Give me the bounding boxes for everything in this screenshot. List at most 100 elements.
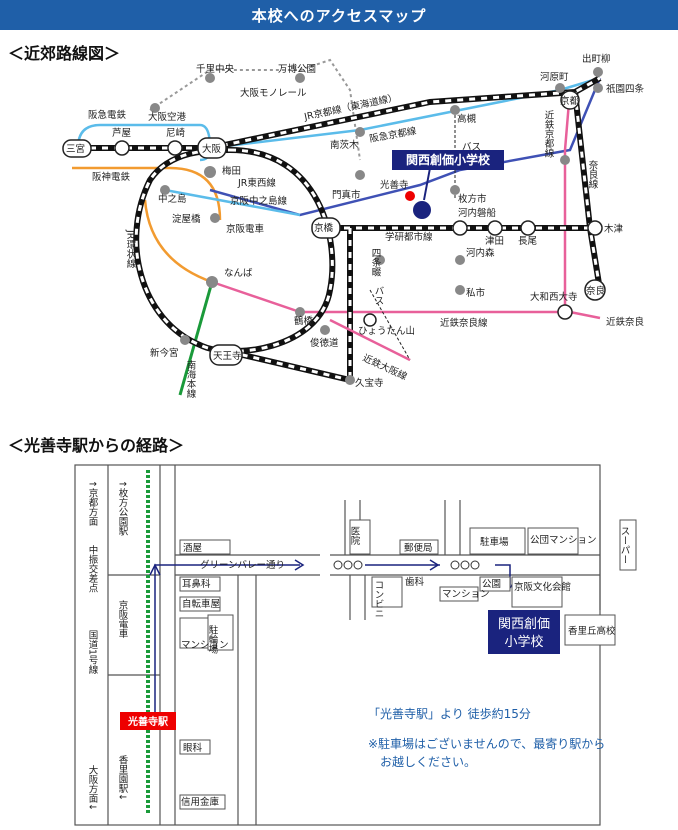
station-shinimamiya	[180, 335, 190, 345]
station-hirakata	[450, 185, 460, 195]
station-kawachiiwafune	[452, 220, 468, 236]
note-parking-1: ※駐車場はございませんので、最寄り駅から	[368, 736, 605, 751]
school-line1: 関西創価	[498, 617, 550, 632]
lbl-kyoto-dir: ↑京都方面	[87, 480, 99, 527]
line-monorail	[149, 58, 361, 161]
school-label: 関西創価小学校	[406, 152, 491, 167]
lbl-shika: 歯科	[405, 576, 425, 588]
lbl-kintetsunaraline: 近鉄奈良線	[440, 317, 488, 329]
station-tambabashi	[560, 155, 570, 165]
lbl-monorail: 大阪モノレール	[240, 87, 307, 99]
station-tsuda	[487, 220, 503, 236]
lbl-yodoyabashi: 淀屋橋	[172, 213, 201, 225]
lbl-kadoma: 門真市	[332, 189, 361, 201]
station-nara	[584, 279, 606, 301]
station-osaka	[197, 137, 227, 159]
note-parking-2: お越しください。	[380, 755, 476, 769]
lbl-mansion1: マンション	[181, 640, 229, 651]
lbl-namba: なんば	[224, 268, 253, 279]
map2-heading: ＜光善寺駅からの経路＞	[8, 436, 185, 455]
station-kyuhoji	[345, 375, 355, 385]
station-yodoyabashi	[210, 213, 220, 223]
station-nagao	[520, 220, 536, 236]
title-banner: 本校へのアクセスマップ	[0, 0, 678, 30]
lbl-keihanrail: 京阪電車	[117, 599, 129, 639]
lbl-tsuruhashi: 鶴橋	[294, 315, 314, 327]
lbl-tsuda: 津田	[485, 236, 504, 247]
station-shuntokumichi	[320, 325, 330, 335]
lbl-yubin: 郵便局	[404, 542, 433, 554]
station-sannomiya	[62, 139, 92, 158]
lbl-kintetsukyoto: 近鉄京都線	[543, 109, 555, 157]
lbl-kintetsunara: 近鉄奈良	[606, 316, 645, 328]
station-kawachimori	[455, 255, 465, 265]
lbl-sannomiya: 三宮	[66, 143, 85, 155]
station-box	[120, 712, 176, 730]
station-tennoji	[209, 344, 243, 366]
lbl-hirakata: 枚方市	[458, 193, 487, 205]
station-senri	[205, 73, 215, 83]
lbl-jitensha: 自転車屋	[182, 598, 220, 610]
station-korien	[405, 191, 415, 201]
lbl-tennoji: 天王寺	[213, 351, 242, 362]
lbl-naraline: 奈良線	[587, 159, 599, 188]
walking-map: 光善寺駅 関西創価 小学校 ↑京都方面 中振交差点 国道1号線 大阪方面↓ ↑枚…	[74, 464, 637, 826]
stations	[150, 67, 603, 385]
lbl-nara: 奈良	[586, 285, 606, 297]
lbl-ganka: 眼科	[183, 742, 203, 754]
station-kadoma	[355, 170, 365, 180]
line-orange-south	[143, 199, 213, 284]
station-kizu	[587, 220, 603, 236]
lbl-shinkin: 信用金庫	[181, 796, 220, 808]
lbl-churinjo: 駐輪場	[207, 624, 219, 654]
lbl-minamiibaraki: 南茨木	[330, 139, 359, 151]
line-hanshin	[72, 166, 222, 221]
station-amagasaki	[167, 140, 183, 156]
lbl-keihan: 京阪電車	[226, 223, 265, 235]
lbl-shijonawate: 四条畷	[370, 248, 382, 277]
lbl-route1: 国道1号線	[87, 630, 99, 674]
lbl-korien: 香里園駅↓	[117, 755, 129, 801]
line-nankai	[178, 281, 214, 396]
line-bus-2	[369, 289, 411, 361]
station-yamatosaidaiji	[557, 304, 573, 320]
lbl-iwafune: 河内磐船	[458, 207, 497, 219]
station-gion	[593, 83, 603, 93]
station-hyotanyama	[363, 313, 377, 327]
lbl-mansion2: マンション	[442, 589, 490, 600]
lbl-nakanoshimaline: 京阪中之島線	[230, 195, 288, 207]
lbl-takatsuki: 高槻	[457, 113, 477, 125]
lbl-korigaoka: 香里丘高校	[568, 625, 616, 637]
station-kisaichi	[455, 285, 465, 295]
school-box	[488, 610, 560, 654]
station-tsuruhashi	[295, 307, 305, 317]
station-ashiya	[114, 140, 130, 156]
lbl-saidaiji: 大和西大寺	[530, 291, 578, 303]
line-keihan-nakanoshima	[164, 188, 301, 217]
map1-labels: 千里中央 万博公園 出町柳 河原町 祇園四条 大阪空港 京都 三宮 芦屋 尼崎 …	[66, 53, 645, 398]
station-kyoto	[560, 90, 580, 110]
lbl-shuntokumichi: 俊徳道	[310, 337, 339, 349]
school-label-box	[392, 150, 504, 170]
lbl-hanshin: 阪神電鉄	[92, 171, 131, 183]
lbl-demachi: 出町柳	[582, 53, 611, 65]
map1-heading: ＜近郊路線図＞	[8, 44, 121, 63]
lbl-koen: 公園	[482, 579, 501, 590]
lbl-sakaya: 酒屋	[183, 543, 202, 554]
banner-title: 本校へのアクセスマップ	[251, 6, 427, 25]
station-nakanoshima	[160, 185, 170, 195]
station-namba	[206, 276, 218, 288]
station-minamiibaraki	[355, 127, 365, 137]
lbl-umeda: 梅田	[222, 165, 241, 177]
lbl-osaka: 大阪	[202, 143, 222, 155]
lbl-hankyu: 阪急電鉄	[88, 109, 127, 121]
lbl-korien: 光善寺	[380, 179, 409, 191]
lbl-chushajo: 駐車場	[480, 536, 509, 548]
lbl-conbini: コンビニ	[373, 580, 385, 618]
note-walk: 「光善寺駅」より 徒歩約15分	[368, 706, 531, 721]
station-airport	[150, 103, 160, 113]
station-kyobashi	[311, 217, 341, 239]
lbl-super: スーパー	[619, 526, 631, 564]
station-label: 光善寺駅	[127, 715, 169, 728]
lbl-kyuhoji: 久宝寺	[355, 377, 384, 389]
